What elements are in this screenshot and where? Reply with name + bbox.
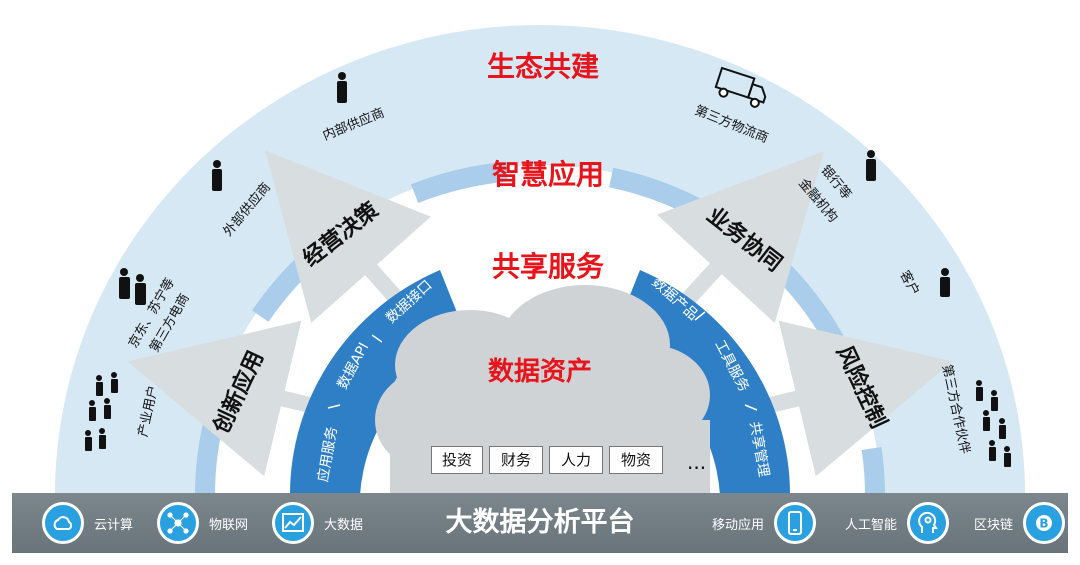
person-icon xyxy=(96,375,103,396)
person-icon xyxy=(940,268,950,297)
person-icon xyxy=(135,274,146,305)
person-icon xyxy=(89,400,96,421)
person-icon xyxy=(104,398,111,419)
person-icon xyxy=(983,410,990,431)
person-icon xyxy=(989,440,996,461)
bar-item-blockchain: 区块链 B xyxy=(974,493,1066,553)
bar-label-mobile: 移动应用 xyxy=(712,517,765,533)
person-icon xyxy=(119,268,130,299)
bar-item-ai: 人工智能 xyxy=(845,493,950,553)
inner-ring-title: 共享服务 xyxy=(492,250,604,283)
cloud-icon xyxy=(42,502,84,544)
middle-ring-title: 智慧应用 xyxy=(492,158,604,191)
outer-ring xyxy=(55,25,1025,495)
person-icon xyxy=(976,380,983,401)
bar-item-mobile: 移动应用 xyxy=(712,493,817,553)
outer-ring-title: 生态共建 xyxy=(487,50,599,83)
ai-head-icon xyxy=(907,502,950,544)
person-icon xyxy=(212,160,222,191)
bar-label-ai: 人工智能 xyxy=(845,517,898,533)
mobile-icon xyxy=(774,502,817,544)
chip-finance: 财务 xyxy=(489,446,543,474)
chart-icon xyxy=(272,502,314,544)
bar-item-iot: 物联网 xyxy=(157,493,248,553)
person-icon xyxy=(337,72,347,103)
person-icons xyxy=(85,72,1011,467)
person-icon xyxy=(866,150,876,181)
bar-label-cloud: 云计算 xyxy=(94,517,134,533)
bar-label-blockchain: 区块链 xyxy=(974,517,1014,533)
service-dividers xyxy=(327,311,758,411)
bar-label-bigdata: 大数据 xyxy=(324,517,364,533)
chip-materials: 物资 xyxy=(609,446,663,474)
bar-item-bigdata: 大数据 xyxy=(272,493,363,553)
svg-text:B: B xyxy=(1039,517,1048,531)
bar-label-iot: 物联网 xyxy=(209,517,249,533)
truck-icon xyxy=(714,66,767,108)
chips-more: ... xyxy=(687,450,706,474)
person-icon xyxy=(999,418,1006,439)
person-icon xyxy=(991,390,998,411)
platform-bar: 大数据分析平台 云计算 物联网 大数据 移动应用 人工智能 区 xyxy=(12,493,1068,553)
person-icon xyxy=(99,428,106,449)
blockchain-icon: B xyxy=(1023,502,1066,544)
bar-item-cloud: 云计算 xyxy=(42,493,133,553)
core-title: 数据资产 xyxy=(488,357,592,387)
chip-investment: 投资 xyxy=(431,446,483,474)
person-icon xyxy=(111,372,118,393)
person-icon xyxy=(85,430,92,451)
network-icon xyxy=(157,502,199,544)
person-icon xyxy=(1004,446,1011,467)
chip-hr: 人力 xyxy=(549,446,603,474)
